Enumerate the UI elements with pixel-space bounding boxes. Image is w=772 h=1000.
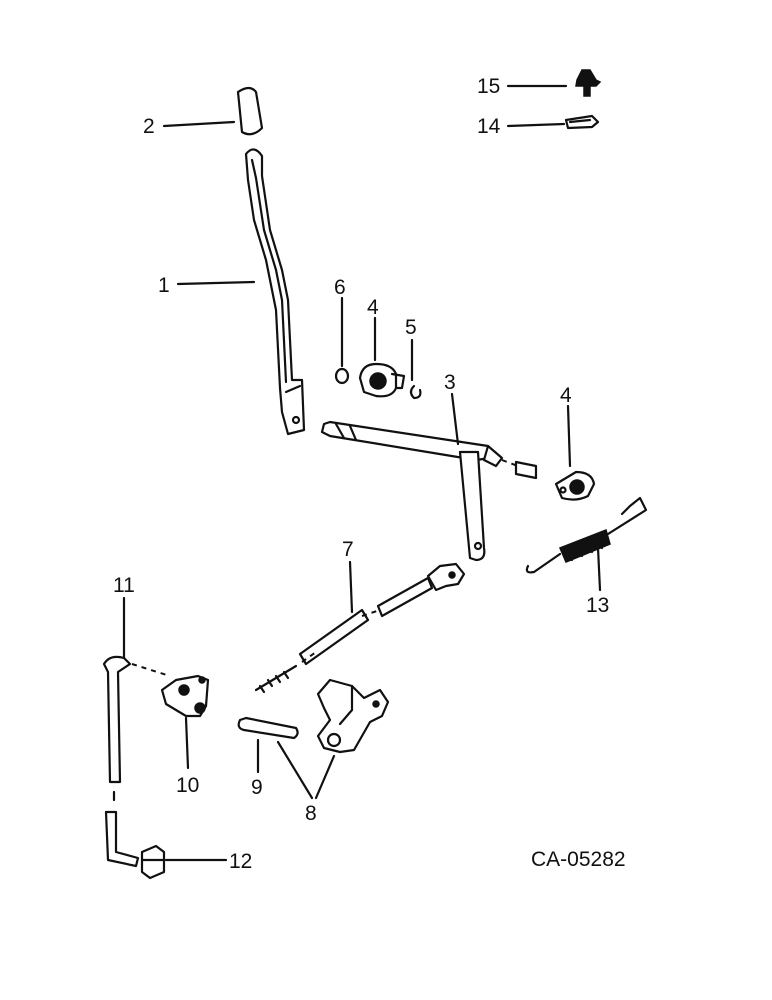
part-13-spring bbox=[525, 496, 648, 574]
part-3-shift-shaft bbox=[320, 420, 538, 562]
callout-10: 10 bbox=[176, 774, 199, 797]
callout-15: 15 bbox=[477, 75, 500, 98]
part-11-shift-rod bbox=[102, 655, 171, 868]
part-14-retainer bbox=[564, 114, 600, 130]
callout-4-right: 4 bbox=[560, 384, 572, 407]
part-8-shifter-fork bbox=[316, 678, 390, 754]
callout-12: 12 bbox=[229, 850, 252, 873]
callout-8: 8 bbox=[305, 802, 317, 825]
callout-7: 7 bbox=[342, 538, 354, 561]
part-9-pin bbox=[237, 716, 299, 740]
part-15-clip bbox=[575, 69, 602, 97]
part-1-shift-lever bbox=[244, 148, 306, 436]
part-6-snap-ring bbox=[334, 367, 350, 385]
callout-3: 3 bbox=[444, 371, 456, 394]
leader-lines bbox=[122, 84, 602, 862]
callout-2: 2 bbox=[143, 115, 155, 138]
part-7-cable bbox=[254, 562, 466, 694]
part-4-bearing-block-right bbox=[554, 470, 596, 501]
part-12-nut bbox=[140, 844, 166, 880]
callout-11: 11 bbox=[113, 574, 135, 597]
callout-5: 5 bbox=[405, 316, 417, 339]
callout-13: 13 bbox=[586, 594, 609, 617]
part-5-snap-ring bbox=[409, 384, 422, 400]
callout-9: 9 bbox=[251, 776, 263, 799]
callout-4-upper: 4 bbox=[367, 296, 379, 319]
callout-6: 6 bbox=[334, 276, 346, 299]
part-2-knob bbox=[236, 86, 264, 136]
part-4-bearing-block-upper bbox=[358, 362, 406, 398]
drawing-code: CA-05282 bbox=[531, 848, 626, 871]
callout-1: 1 bbox=[158, 274, 170, 297]
part-10-bracket bbox=[160, 674, 210, 718]
callout-14: 14 bbox=[477, 115, 501, 138]
